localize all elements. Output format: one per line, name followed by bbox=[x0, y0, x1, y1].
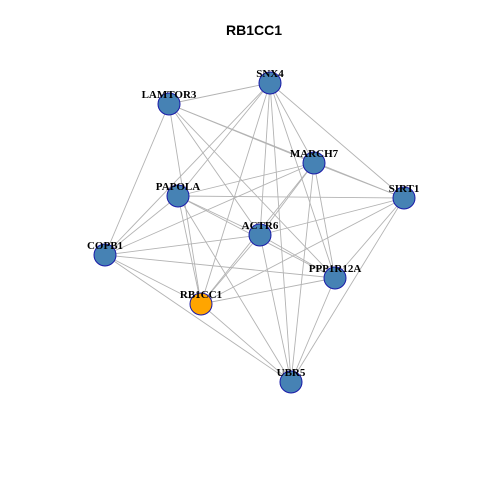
node-circle-sirt1 bbox=[392, 186, 416, 210]
node-circle-ppp1r12a bbox=[323, 266, 347, 290]
node-label-ppp1r12a: PPP1R12A bbox=[309, 263, 362, 275]
edge-sirt1-actr6 bbox=[259, 197, 405, 236]
node-circle-ubr5 bbox=[279, 370, 303, 394]
edge-sirt1-rb1cc1 bbox=[200, 197, 405, 305]
edge-snx4-sirt1 bbox=[269, 82, 405, 199]
edge-lamtor3-copb1 bbox=[104, 103, 170, 256]
node-label-march7: MARCH7 bbox=[290, 148, 339, 160]
edge-snx4-lamtor3 bbox=[168, 82, 271, 105]
edge-snx4-actr6 bbox=[259, 82, 271, 236]
node-label-ubr5: UBR5 bbox=[277, 367, 306, 379]
edge-snx4-copb1 bbox=[104, 82, 271, 256]
node-label-papola: PAPOLA bbox=[156, 181, 200, 193]
edge-papola-actr6 bbox=[177, 195, 261, 236]
node-label-copb1: COPB1 bbox=[87, 240, 123, 252]
node-label-sirt1: SIRT1 bbox=[389, 183, 420, 195]
edge-rb1cc1-ubr5 bbox=[200, 303, 292, 383]
edge-actr6-ubr5 bbox=[259, 234, 292, 383]
edge-papola-ubr5 bbox=[177, 195, 292, 383]
node-actr6: ACTR6 bbox=[242, 220, 279, 247]
node-sirt1: SIRT1 bbox=[389, 183, 420, 210]
edge-march7-actr6 bbox=[259, 162, 315, 236]
node-snx4: SNX4 bbox=[256, 68, 284, 95]
node-ubr5: UBR5 bbox=[277, 367, 306, 394]
edge-snx4-ppp1r12a bbox=[269, 82, 336, 279]
edge-snx4-papola bbox=[177, 82, 271, 197]
node-circle-lamtor3 bbox=[157, 92, 181, 116]
node-march7: MARCH7 bbox=[290, 148, 339, 175]
edge-actr6-ppp1r12a bbox=[259, 234, 336, 279]
edge-snx4-march7 bbox=[269, 82, 315, 164]
node-circle-march7 bbox=[302, 151, 326, 175]
edge-lamtor3-actr6 bbox=[168, 103, 261, 236]
node-label-rb1cc1: RB1CC1 bbox=[180, 289, 222, 301]
edge-copb1-ubr5 bbox=[104, 254, 292, 383]
edge-sirt1-ubr5 bbox=[290, 197, 405, 383]
node-lamtor3: LAMTOR3 bbox=[142, 89, 197, 116]
edge-ppp1r12a-rb1cc1 bbox=[200, 277, 336, 305]
edge-march7-copb1 bbox=[104, 162, 315, 256]
edge-papola-copb1 bbox=[104, 195, 179, 256]
edge-march7-ubr5 bbox=[290, 162, 315, 383]
edge-lamtor3-ppp1r12a bbox=[168, 103, 336, 279]
node-circle-papola bbox=[166, 184, 190, 208]
node-papola: PAPOLA bbox=[156, 181, 200, 208]
edge-copb1-rb1cc1 bbox=[104, 254, 202, 305]
edge-snx4-ubr5 bbox=[269, 82, 292, 383]
edge-ppp1r12a-ubr5 bbox=[290, 277, 336, 383]
edge-snx4-rb1cc1 bbox=[200, 82, 271, 305]
edge-sirt1-papola bbox=[177, 195, 405, 199]
node-circle-rb1cc1 bbox=[189, 292, 213, 316]
node-circle-copb1 bbox=[93, 243, 117, 267]
node-ppp1r12a: PPP1R12A bbox=[309, 263, 362, 290]
graph-title: RB1CC1 bbox=[226, 22, 282, 38]
node-circle-actr6 bbox=[248, 223, 272, 247]
edge-papola-rb1cc1 bbox=[177, 195, 202, 305]
edge-copb1-ppp1r12a bbox=[104, 254, 336, 279]
edge-actr6-copb1 bbox=[104, 234, 261, 256]
node-label-actr6: ACTR6 bbox=[242, 220, 279, 232]
node-label-snx4: SNX4 bbox=[256, 68, 284, 80]
edge-march7-ppp1r12a bbox=[313, 162, 336, 279]
edge-actr6-rb1cc1 bbox=[200, 234, 261, 305]
edge-march7-sirt1 bbox=[313, 162, 405, 199]
node-label-lamtor3: LAMTOR3 bbox=[142, 89, 197, 101]
node-rb1cc1: RB1CC1 bbox=[180, 289, 222, 316]
edge-march7-papola bbox=[177, 162, 315, 197]
node-circle-snx4 bbox=[258, 71, 282, 95]
edge-sirt1-ppp1r12a bbox=[334, 197, 405, 279]
node-copb1: COPB1 bbox=[87, 240, 123, 267]
